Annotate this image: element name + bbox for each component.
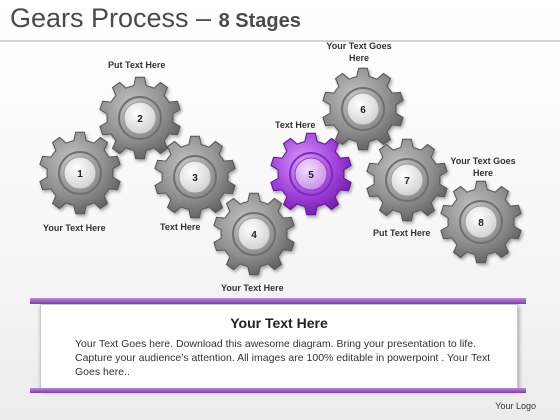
title-divider [0,40,560,42]
gear-1: 1 [39,131,121,215]
gear-6-ring [341,87,385,131]
page-title: Gears Process – 8 Stages [10,3,301,34]
text-box-bottom-bar [30,388,526,393]
gears-diagram: 1 2 3 4 5 6 7 8 [39,67,522,276]
gear-8-hub [464,205,498,239]
gear-1-hub [63,156,97,190]
text-box-top-bar [30,298,526,304]
gear-5-number: 5 [308,170,314,181]
gear-4-ring [232,212,276,256]
gear-8: 8 [440,180,522,264]
text-box-title: Your Text Here [230,315,328,331]
text-box: Your Text Here Your Text Goes here. Down… [40,304,518,390]
gear-1-ring [58,151,102,195]
gear-5-hub [294,157,328,191]
gear-5: 5 [270,132,352,216]
gear-4-hub [237,217,271,251]
gear-1-number: 1 [77,169,83,180]
gear-8-number: 8 [478,218,484,229]
gear-6-label: Your Text Goes Here [326,41,392,63]
gear-6-number: 6 [360,105,366,116]
gear-5-label: Text Here [275,120,316,130]
gear-3: 3 [154,135,236,219]
gear-6-hub [346,92,380,126]
footer-logo-text: Your Logo [495,401,536,411]
gear-2: 2 [99,76,181,160]
gear-3-ring [173,155,217,199]
gear-3-number: 3 [192,173,198,184]
gear-7-number: 7 [404,176,410,187]
gear-2-ring [118,96,162,140]
gear-4: 4 [213,192,295,276]
gear-2-label: Put Text Here [108,60,166,70]
gear-3-hub [178,160,212,194]
gear-8-label: Your Text Goes Here [450,156,516,178]
gear-5-ring [289,152,333,196]
gear-3-label: Text Here [160,222,201,232]
gear-7-label: Put Text Here [373,228,431,238]
gear-6: 6 [322,67,404,151]
gear-4-label: Your Text Here [221,283,284,293]
gear-7: 7 [366,138,448,222]
gear-1-label: Your Text Here [43,223,106,233]
gear-2-hub [123,101,157,135]
gear-8-ring [459,200,503,244]
text-box-body: Your Text Goes here. Download this aweso… [75,338,491,378]
title-main: Gears Process – [10,3,212,33]
gear-4-number: 4 [251,230,257,241]
gear-2-number: 2 [137,114,143,125]
gear-7-ring [385,158,429,202]
gear-7-hub [390,163,424,197]
title-subtitle: 8 Stages [218,10,301,32]
